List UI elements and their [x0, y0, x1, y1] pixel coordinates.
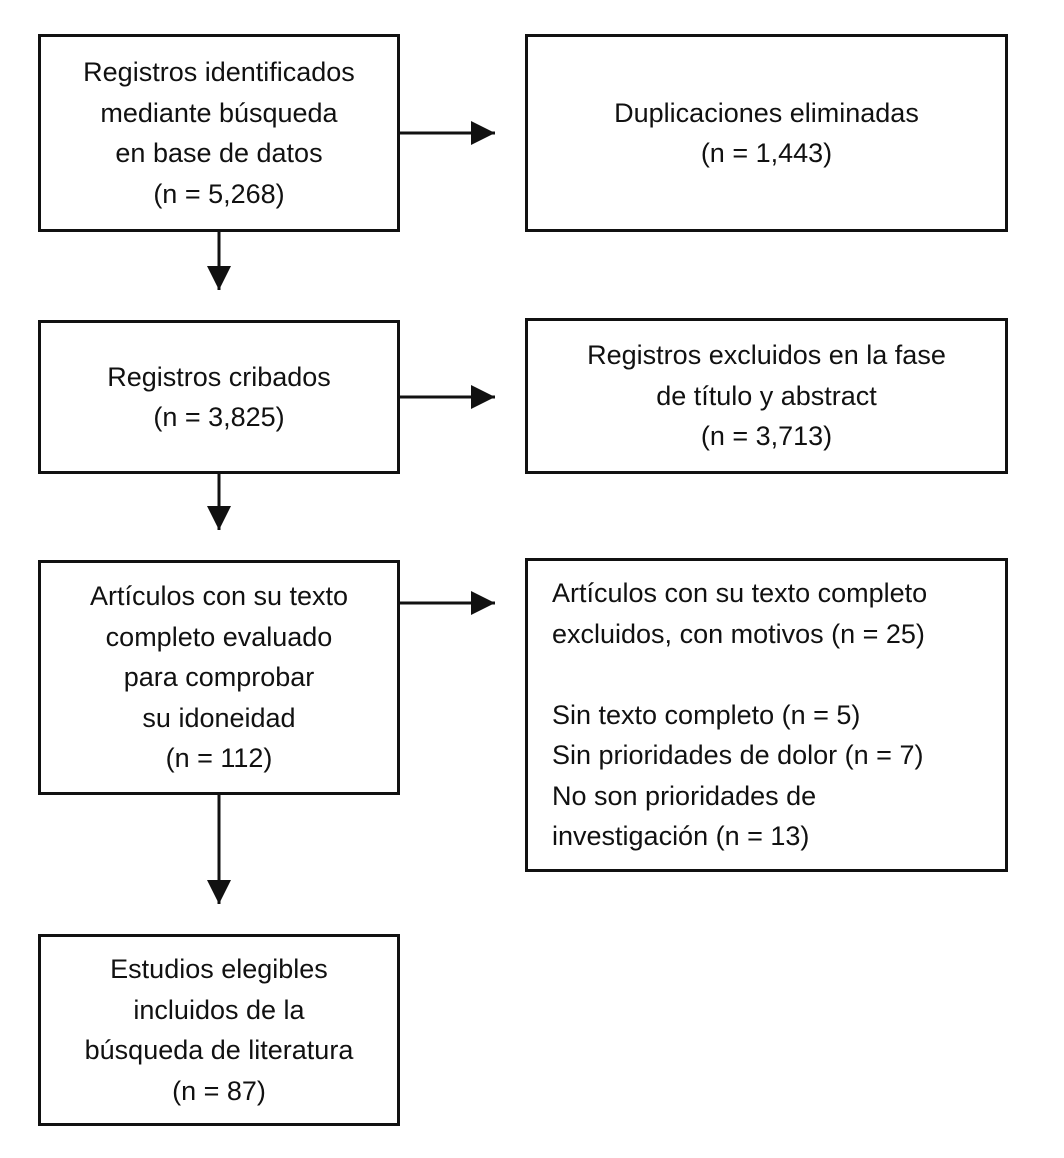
box-records-excluded-title-abstract-text: Registros excluidos en la fase de título… [587, 340, 946, 452]
box-records-identified-text: Registros identificados mediante búsqued… [83, 57, 355, 209]
box-duplicates-removed: Duplicaciones eliminadas (n = 1,443) [525, 34, 1008, 232]
box-records-identified: Registros identificados mediante búsqued… [38, 34, 400, 232]
box-fulltext-assessed-text: Artículos con su texto completo evaluado… [89, 581, 349, 774]
box-studies-included: Estudios elegibles incluidos de la búsqu… [38, 934, 400, 1126]
box-duplicates-removed-text: Duplicaciones eliminadas (n = 1,443) [614, 97, 919, 169]
box-studies-included-text: Estudios elegibles incluidos de la búsqu… [84, 954, 354, 1106]
box-fulltext-excluded: Artículos con su texto completo excluido… [525, 558, 1008, 872]
box-records-excluded-title-abstract: Registros excluidos en la fase de título… [525, 318, 1008, 474]
box-fulltext-assessed: Artículos con su texto completo evaluado… [38, 560, 400, 795]
box-records-screened: Registros cribados (n = 3,825) [38, 320, 400, 474]
box-records-screened-text: Registros cribados (n = 3,825) [107, 361, 331, 433]
box-fulltext-excluded-text: Artículos con su texto completo excluido… [552, 578, 928, 852]
